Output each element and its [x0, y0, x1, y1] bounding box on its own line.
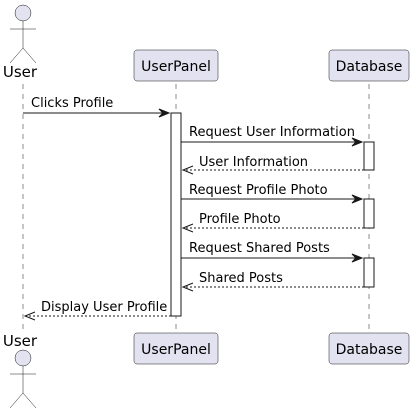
participant-database-top: Database — [328, 49, 410, 82]
activation-database-2 — [363, 198, 375, 229]
actor-icon — [9, 4, 37, 64]
message-shared-posts: Shared Posts — [181, 271, 364, 292]
participant-userpanel-bottom: UserPanel — [133, 332, 219, 365]
participant-database-label-top: Database — [336, 59, 403, 75]
message-label: Request User Information — [189, 125, 355, 140]
open-arrowhead — [23, 311, 36, 321]
arrowhead — [158, 108, 171, 118]
message-label: Display User Profile — [41, 300, 167, 315]
arrowhead — [351, 194, 364, 204]
message-label: Request Shared Posts — [189, 241, 330, 256]
message-display-user-profile: Display User Profile — [23, 300, 171, 321]
message-clicks-profile: Clicks Profile — [23, 96, 171, 118]
actor-user-label-bottom: User — [3, 332, 38, 350]
message-label: Request Profile Photo — [189, 183, 328, 198]
message-label: Clicks Profile — [31, 96, 113, 111]
activation-database-1 — [363, 141, 375, 171]
message-request-shared-posts: Request Shared Posts — [181, 241, 364, 263]
participant-database-label-bottom: Database — [336, 342, 403, 358]
actor-user-label-top: User — [3, 63, 38, 81]
open-arrowhead — [181, 282, 194, 292]
participant-userpanel-top: UserPanel — [133, 49, 219, 82]
participant-database-bottom: Database — [328, 332, 410, 365]
message-label: User Information — [199, 155, 308, 170]
actor-user-top: User — [3, 4, 38, 81]
message-label: Profile Photo — [199, 212, 281, 227]
actor-user-bottom: User — [3, 332, 38, 409]
activation-userpanel — [170, 112, 182, 317]
message-request-user-information: Request User Information — [181, 125, 364, 147]
participant-userpanel-label-top: UserPanel — [141, 59, 211, 75]
actor-icon — [9, 349, 37, 409]
message-profile-photo: Profile Photo — [181, 212, 364, 233]
open-arrowhead — [181, 165, 194, 175]
participant-userpanel-label-bottom: UserPanel — [141, 342, 211, 358]
message-request-profile-photo: Request Profile Photo — [181, 183, 364, 204]
arrowhead — [351, 253, 364, 263]
activation-database-3 — [363, 257, 375, 288]
message-label: Shared Posts — [199, 271, 283, 286]
open-arrowhead — [181, 223, 194, 233]
arrowhead — [351, 137, 364, 147]
message-user-information: User Information — [181, 155, 364, 175]
